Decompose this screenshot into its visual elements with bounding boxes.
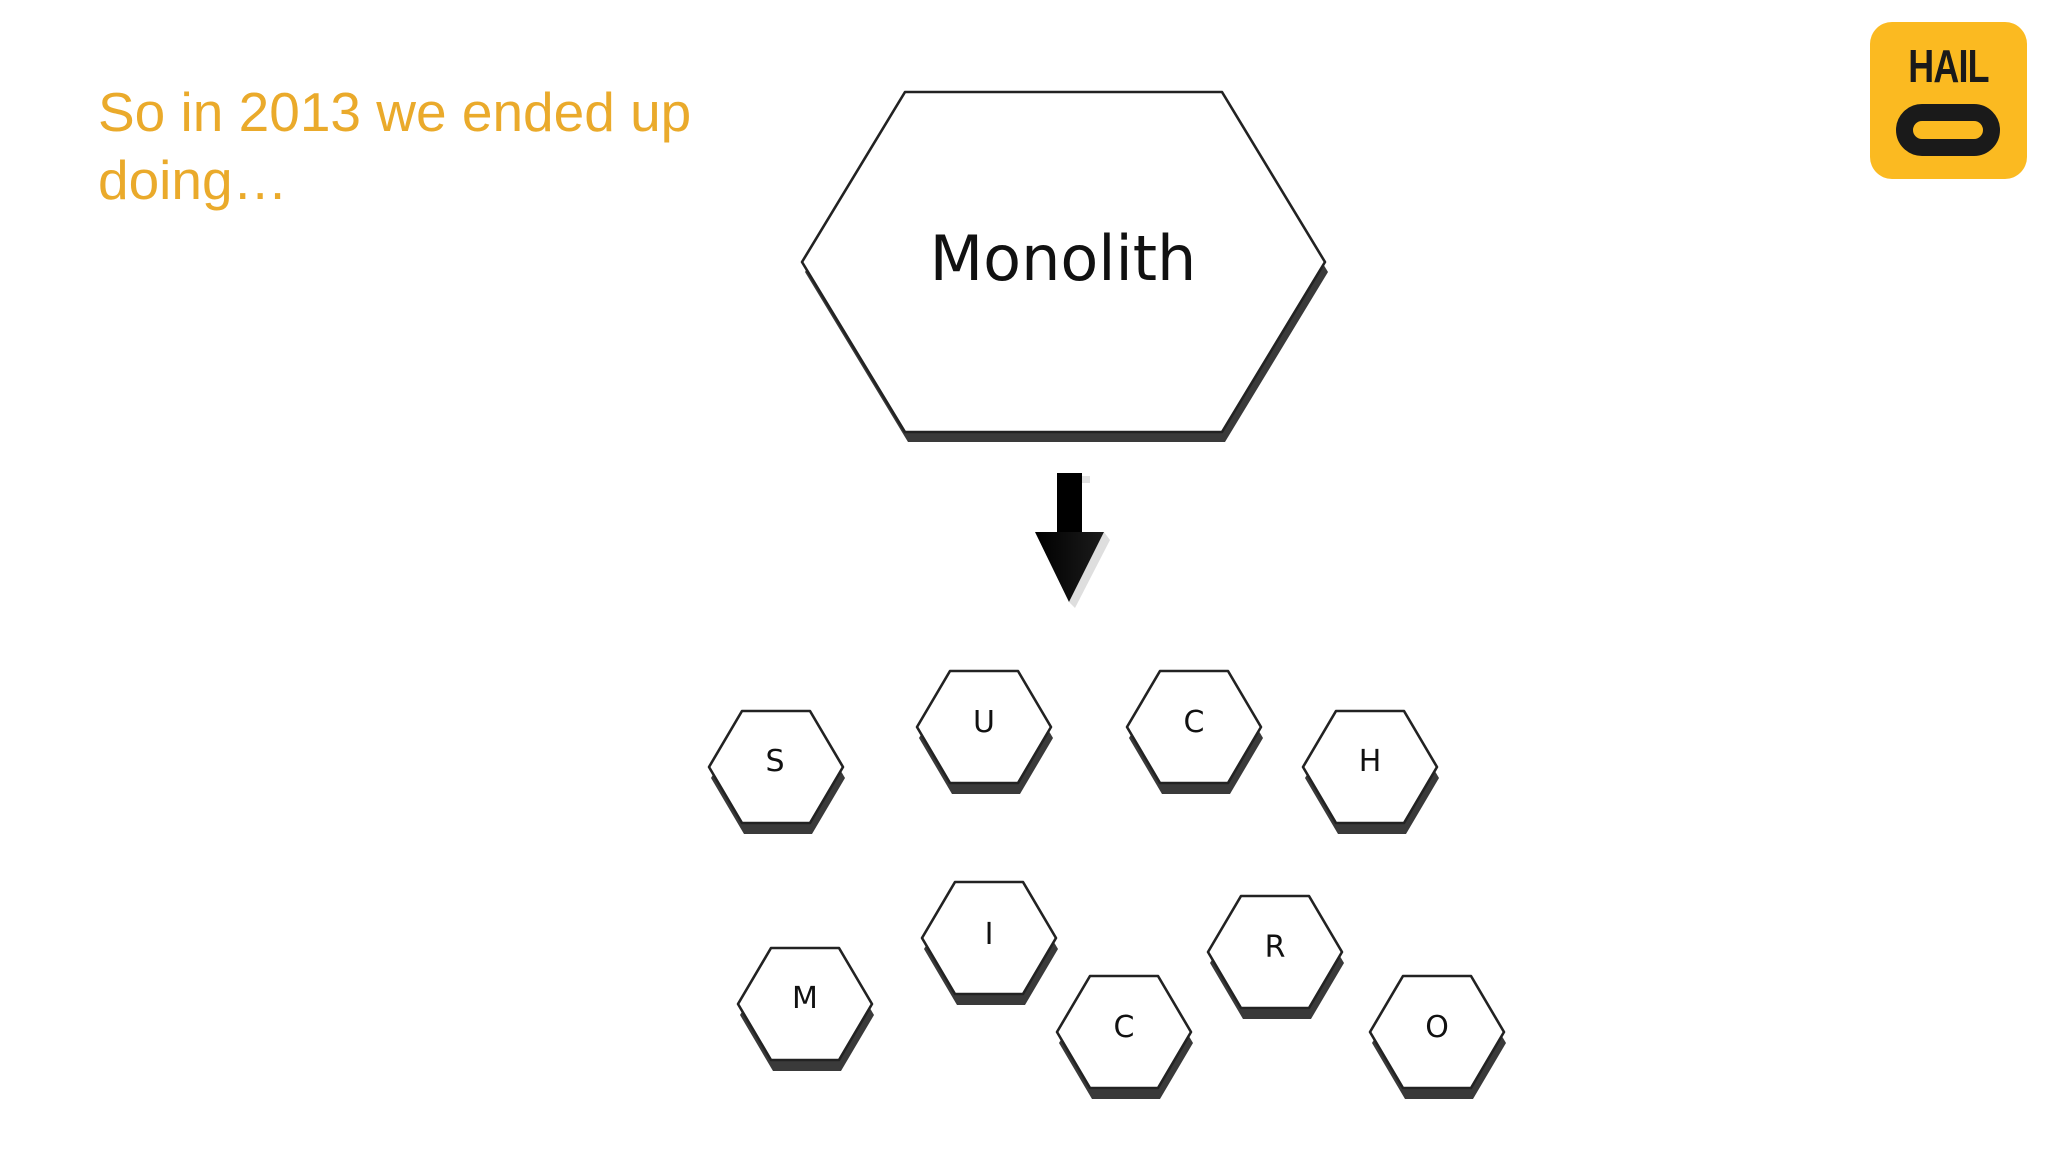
service-label-c2: C — [1114, 1010, 1135, 1045]
service-hexagon-s: S — [707, 709, 845, 834]
service-label-c1: C — [1184, 705, 1205, 740]
down-arrow-icon — [1035, 473, 1110, 608]
service-label-o: O — [1425, 1010, 1449, 1045]
logo-text: HAIL — [1908, 40, 1989, 92]
logo-ring-icon — [1896, 104, 2000, 156]
service-hexagon-r: R — [1206, 894, 1344, 1019]
monolith-hexagon: Monolith — [800, 90, 1328, 442]
service-label-r: R — [1265, 930, 1286, 965]
service-label-m: M — [792, 981, 818, 1016]
microservice-hexagons: S U C H M I C — [707, 669, 1506, 1099]
service-hexagon-o: O — [1368, 974, 1506, 1099]
service-label-u: U — [973, 705, 995, 740]
service-label-s: S — [765, 744, 784, 779]
service-hexagon-c1: C — [1125, 669, 1263, 794]
service-hexagon-c2: C — [1055, 974, 1193, 1099]
service-hexagon-m: M — [736, 946, 874, 1071]
service-hexagon-u: U — [915, 669, 1053, 794]
service-hexagon-h: H — [1301, 709, 1439, 834]
service-label-i: I — [985, 917, 994, 952]
service-hexagon-i: I — [920, 880, 1058, 1005]
service-label-h: H — [1359, 744, 1382, 779]
slide-title: So in 2013 we ended up doing… — [98, 81, 692, 211]
hailo-logo: HAIL — [1870, 22, 2027, 179]
monolith-label: Monolith — [930, 222, 1197, 295]
